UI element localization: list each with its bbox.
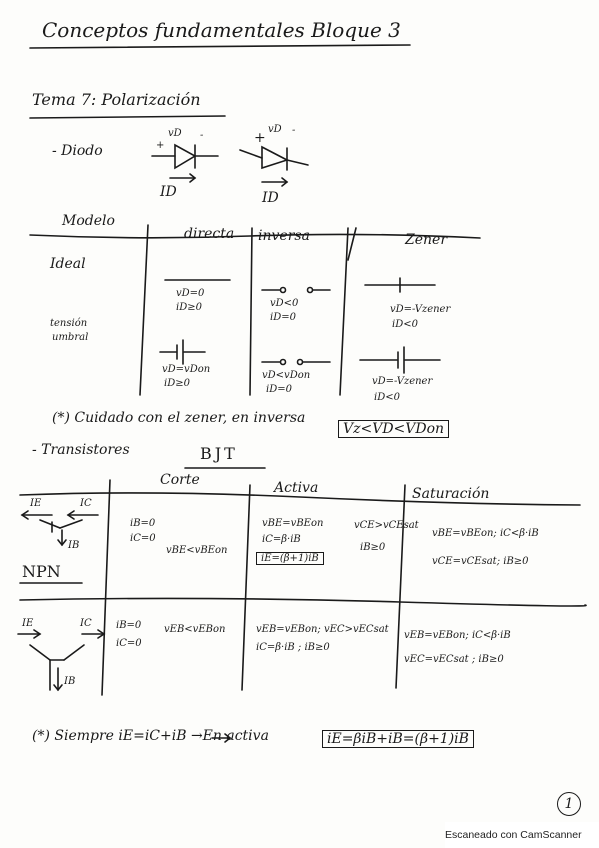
- npn-ic-label: IC: [80, 498, 92, 509]
- pnp-transistor-symbol: [17, 629, 106, 692]
- bjt-label: BJT: [200, 444, 238, 463]
- note-siempre: (*) Siempre iE=iC+iB →En activa: [32, 728, 269, 744]
- table-col-directa: directa: [184, 226, 235, 242]
- page-title: Conceptos fundamentales Bloque 3: [42, 18, 401, 42]
- table-row-umbral: umbral: [52, 332, 89, 343]
- npn-ib-label: IB: [68, 540, 80, 551]
- npn-corte-2: iC=0: [130, 533, 156, 544]
- diode2-id-label: ID: [262, 190, 279, 206]
- diode1-minus: -: [200, 130, 204, 141]
- diode1-vd-label: vD: [168, 128, 182, 139]
- pnp-activa-2: iC=β·iB ; iB≥0: [256, 642, 330, 653]
- ideal-zener-1: vD=-Vzener: [390, 304, 451, 315]
- bjt-vline-1: [101, 479, 111, 696]
- pnp-activa-1: vEB=vEBon; vEC>vECsat: [256, 624, 389, 635]
- diode-symbol-2: [239, 145, 309, 187]
- transistores-label: - Transistores: [32, 442, 130, 458]
- npn-corte-3: vBE<vBEon: [166, 545, 228, 556]
- ideal-zener-2: iD<0: [392, 319, 418, 330]
- page-number: 1: [557, 792, 581, 816]
- diode2-vd-label: vD: [268, 124, 282, 135]
- umbral-zener-2: iD<0: [374, 392, 400, 403]
- ideal-inversa-2: iD=0: [270, 312, 296, 323]
- bjt-table-hline: [19, 492, 581, 506]
- pnp-ic-label: IC: [80, 618, 92, 629]
- bjt-table-mid-hline: [19, 597, 587, 607]
- table-col-inversa: inversa: [258, 228, 310, 244]
- pnp-corte-3: vEB<vEBon: [164, 624, 226, 635]
- npn-ie-label: IE: [30, 498, 42, 509]
- bjt-vline-2: [241, 484, 251, 691]
- ideal-directa-1: vD=0: [176, 288, 205, 299]
- ideal-directa-2: iD≥0: [176, 302, 202, 313]
- table-header-modelo: Modelo: [62, 213, 115, 229]
- pnp-corte-2: iC=0: [116, 638, 142, 649]
- npn-activa-3: iE=(β+1)iB: [256, 552, 324, 565]
- title-underline: [29, 44, 411, 49]
- pnp-ib-label: IB: [64, 676, 76, 687]
- bjt-vline-3: [395, 484, 406, 689]
- diode-symbol-1: [151, 143, 219, 183]
- umbral-directa-1: vD=vDon: [162, 364, 211, 375]
- npn-sat-2: vCE=vCEsat; iB≥0: [432, 556, 529, 567]
- note-siempre-box: iE=βiB+iB=(β+1)iB: [322, 730, 474, 748]
- note-zener-box: Vz<VD<VDon: [338, 420, 450, 438]
- diode-table-vline-2: [249, 227, 253, 396]
- table-col-zener: Zener: [405, 232, 448, 248]
- npn-transistor-symbol: [20, 510, 99, 547]
- npn-activa-ib: iB≥0: [360, 542, 386, 553]
- diode2-plus: +: [254, 130, 266, 146]
- npn-sat-1: vBE=vBEon; iC<β·iB: [432, 528, 539, 539]
- diode-table-hline: [29, 233, 481, 239]
- npn-label: NPN: [22, 562, 61, 581]
- diode1-plus: +: [156, 140, 165, 151]
- npn-activa-1: vBE=vBEon: [262, 518, 324, 529]
- table-row-ideal: Ideal: [50, 256, 86, 272]
- heading-underline: [29, 115, 226, 119]
- pnp-sat-2: vEC=vECsat ; iB≥0: [404, 654, 504, 665]
- ideal-inversa-1: vD<0: [270, 298, 299, 309]
- diode2-minus: -: [292, 125, 296, 136]
- diode-table-vline-3b: [347, 227, 357, 261]
- diode-table-vline-1: [139, 224, 149, 396]
- npn-activa-2: iC=β·iB: [262, 534, 301, 545]
- npn-activa-extra: vCE>vCEsat: [354, 520, 419, 531]
- note-zener: (*) Cuidado con el zener, en inversa: [52, 410, 306, 426]
- pnp-ie-label: IE: [22, 618, 34, 629]
- diodo-label: - Diodo: [52, 143, 103, 159]
- diode1-id-label: ID: [160, 184, 177, 200]
- umbral-inversa-1: vD<vDon: [262, 370, 311, 381]
- table-row-tension: tensión: [50, 318, 88, 329]
- section-heading-tema7: Tema 7: Polarización: [32, 90, 201, 109]
- umbral-directa-2: iD≥0: [164, 378, 190, 389]
- pnp-sat-1: vEB=vEBon; iC<β·iB: [404, 630, 511, 641]
- diode-table-vline-3: [339, 227, 349, 396]
- umbral-zener-1: vD=-Vzener: [372, 376, 433, 387]
- pnp-corte-1: iB=0: [116, 620, 142, 631]
- col-saturacion: Saturación: [412, 486, 490, 502]
- scanner-watermark: Escaneado con CamScanner: [445, 822, 599, 848]
- npn-corte-1: iB=0: [130, 518, 156, 529]
- umbral-inversa-2: iD=0: [266, 384, 292, 395]
- col-corte: Corte: [160, 472, 200, 488]
- col-activa: Activa: [274, 480, 319, 496]
